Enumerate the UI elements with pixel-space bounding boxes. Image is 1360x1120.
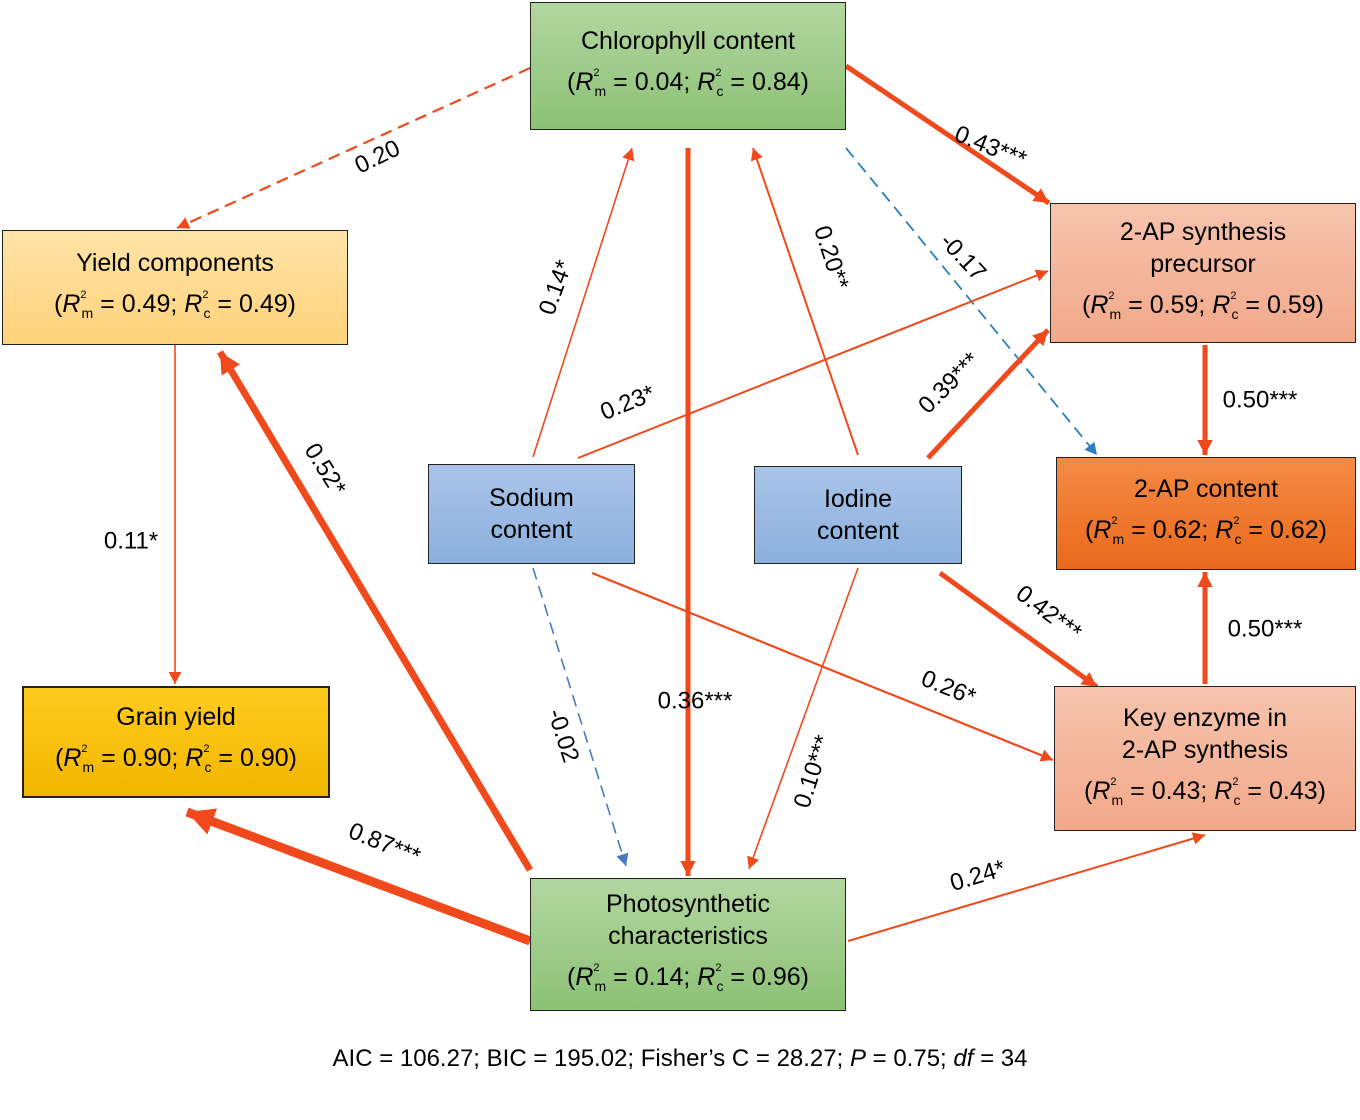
path-coefficient-ph-gy: 0.87*** xyxy=(345,817,424,870)
path-arrow-io-ph xyxy=(747,567,859,870)
aic-value: AIC = 106.27; xyxy=(332,1045,480,1072)
path-coefficient-na-chl: 0.14* xyxy=(534,257,579,319)
path-coefficient-pre-ap: 0.50*** xyxy=(1223,386,1298,413)
path-coefficient-io-ke: 0.42*** xyxy=(1011,580,1087,647)
path-arrow-ph-gy xyxy=(185,807,532,946)
path-coefficient-ke-ap: 0.50*** xyxy=(1228,615,1303,642)
path-coefficient-chl-ap: -0.17 xyxy=(934,228,991,286)
path-arrow-chl-pre xyxy=(844,63,1051,206)
node-title-line2: precursor xyxy=(1150,250,1256,278)
p-value: = 0.75; xyxy=(865,1045,947,1072)
node-title-line2: content xyxy=(490,516,573,544)
node-photosynthetic-characteristics: Photosynthetic characteristics (R2m = 0.… xyxy=(530,878,846,1011)
node-r2: (R2m = 0.43; R2c = 0.43) xyxy=(1084,775,1326,808)
model-fit-statistics: AIC = 106.27; BIC = 195.02; Fisher’s C =… xyxy=(0,1045,1360,1073)
path-coefficient-io-ph: 0.10*** xyxy=(789,732,838,811)
node-2ap-content: 2-AP content (R2m = 0.62; R2c = 0.62) xyxy=(1056,457,1356,570)
p-symbol: P xyxy=(849,1045,866,1072)
path-coefficient-io-chl: 0.20** xyxy=(808,222,854,293)
fisher-c-value: Fisher’s C = 28.27; xyxy=(640,1045,844,1072)
node-title-line2: characteristics xyxy=(608,921,768,950)
bic-value: BIC = 195.02; xyxy=(486,1045,635,1072)
path-coefficient-chl-yc: 0.20 xyxy=(351,135,405,180)
node-sodium-content: Sodium content xyxy=(428,464,635,564)
node-title: 2-AP content xyxy=(1133,474,1279,503)
node-chlorophyll-content: Chlorophyll content (R2m = 0.04; R2c = 0… xyxy=(530,2,846,130)
node-yield-components: Yield components (R2m = 0.49; R2c = 0.49… xyxy=(2,230,348,345)
node-r2: (R2m = 0.59; R2c = 0.59) xyxy=(1082,290,1324,322)
path-coefficient-yc-gy: 0.11* xyxy=(104,527,158,554)
node-2ap-synthesis-precursor: 2-AP synthesis precursor (R2m = 0.59; R2… xyxy=(1050,203,1356,343)
path-arrow-ph-ke xyxy=(847,832,1206,942)
path-arrow-na-chl xyxy=(532,147,635,458)
node-title: Grain yield xyxy=(116,703,236,731)
node-title-line2: 2-AP synthesis xyxy=(1121,735,1289,764)
path-arrow-io-chl xyxy=(750,147,859,456)
node-title-line1: Iodine xyxy=(823,485,893,513)
node-r2: (R2m = 0.14; R2c = 0.96) xyxy=(567,961,809,994)
node-title: Chlorophyll content xyxy=(580,27,795,55)
node-iodine-content: Iodine content xyxy=(754,466,962,564)
df-value: = 34 xyxy=(973,1045,1028,1072)
path-edges xyxy=(168,63,1213,946)
node-r2: (R2m = 0.62; R2c = 0.62) xyxy=(1085,514,1327,547)
node-key-enzyme-2ap-synthesis: Key enzyme in 2-AP synthesis (R2m = 0.43… xyxy=(1054,686,1356,831)
path-coefficient-chl-ph: 0.36*** xyxy=(658,687,733,714)
path-arrow-io-pre xyxy=(926,328,1050,460)
node-title-line1: Key enzyme in xyxy=(1123,703,1287,732)
node-title-line1: Photosynthetic xyxy=(606,889,770,918)
path-arrow-na-ph xyxy=(532,567,629,867)
path-arrow-na-pre xyxy=(577,269,1049,459)
node-title: Yield components xyxy=(76,248,274,277)
node-r2: (R2m = 0.04; R2c = 0.84) xyxy=(567,67,809,99)
node-r2: (R2m = 0.49; R2c = 0.49) xyxy=(54,288,296,321)
node-title-line2: content xyxy=(816,517,899,545)
path-coefficient-ph-ke: 0.24* xyxy=(947,855,1009,897)
path-arrow-io-ke xyxy=(938,570,1099,690)
df-symbol: df xyxy=(953,1045,974,1072)
path-coefficient-na-ke: 0.26* xyxy=(917,665,979,711)
node-r2: (R2m = 0.90; R2c = 0.90) xyxy=(55,743,297,775)
node-title-line1: Sodium xyxy=(489,484,574,512)
path-coefficient-na-pre: 0.23* xyxy=(597,380,659,426)
path-arrow-chl-yc xyxy=(176,66,531,230)
node-grain-yield: Grain yield (R2m = 0.90; R2c = 0.90) xyxy=(22,686,330,798)
node-title-line1: 2-AP synthesis xyxy=(1119,218,1287,246)
path-arrow-ph-yc xyxy=(216,350,534,872)
